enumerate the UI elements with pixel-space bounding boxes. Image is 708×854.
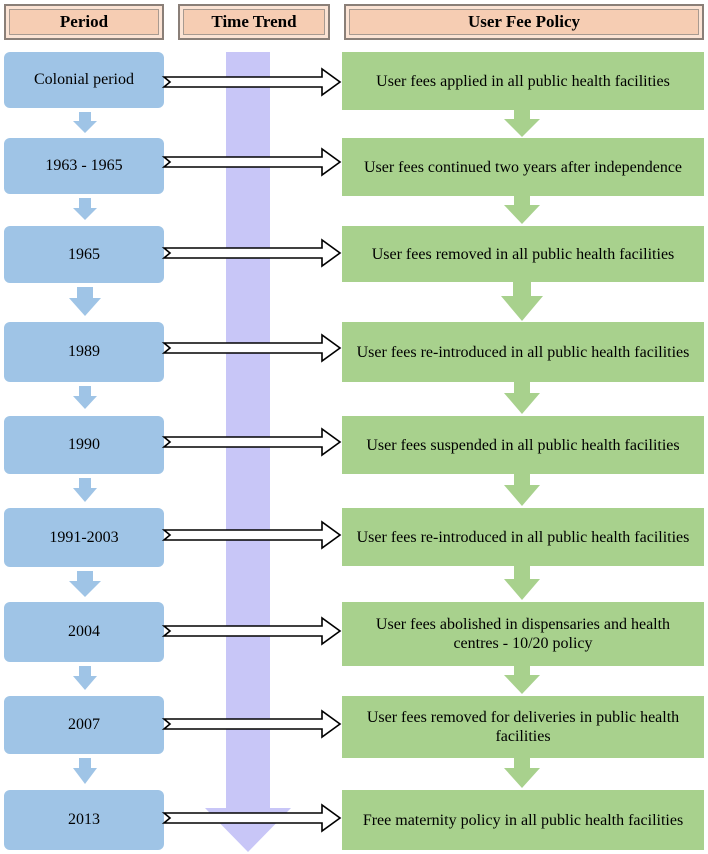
connector-right-arrow-icon [161, 238, 342, 268]
policy-box: User fees abolished in dispensaries and … [342, 602, 704, 666]
time-trend-header: Time Trend [178, 4, 330, 40]
period-box: 1963 - 1965 [4, 138, 164, 194]
period-box: 2007 [4, 696, 164, 754]
connector-right-arrow-icon [161, 520, 342, 550]
policy-down-arrow-icon [504, 566, 540, 600]
policy-box: User fees removed in all public health f… [342, 226, 704, 282]
policy-down-arrow-icon [504, 110, 540, 137]
period-down-arrow-icon [73, 478, 97, 502]
policy-box: User fees removed for deliveries in publ… [342, 696, 704, 758]
period-box: 1991-2003 [4, 508, 164, 567]
period-box: 2004 [4, 602, 164, 662]
connector-right-arrow-icon [161, 709, 342, 739]
period-down-arrow-icon [73, 112, 97, 133]
policy-box: User fees continued two years after inde… [342, 138, 704, 196]
policy-box: Free maternity policy in all public heal… [342, 790, 704, 850]
policy-box: User fees re-introduced in all public he… [342, 322, 704, 382]
period-box: 1965 [4, 226, 164, 283]
period-down-arrow-icon [73, 386, 97, 409]
connector-right-arrow-icon [161, 427, 342, 457]
period-down-arrow-icon [73, 758, 97, 784]
period-box: Colonial period [4, 52, 164, 108]
policy-box: User fees applied in all public health f… [342, 52, 704, 110]
policy-box: User fees suspended in all public health… [342, 416, 704, 474]
connector-right-arrow-icon [161, 803, 342, 833]
user-fee-policy-header: User Fee Policy [344, 4, 704, 40]
policy-down-arrow-icon [501, 282, 543, 321]
policy-down-arrow-icon [504, 382, 540, 414]
policy-down-arrow-icon [504, 758, 540, 788]
period-box: 1990 [4, 416, 164, 474]
policy-down-arrow-icon [504, 666, 540, 694]
period-down-arrow-icon [73, 666, 97, 690]
period-header: Period [4, 4, 164, 40]
period-down-arrow-icon [73, 198, 97, 220]
policy-box: User fees re-introduced in all public he… [342, 508, 704, 566]
connector-right-arrow-icon [161, 333, 342, 363]
connector-right-arrow-icon [161, 67, 342, 97]
connector-right-arrow-icon [161, 147, 342, 177]
period-box: 2013 [4, 790, 164, 850]
period-down-arrow-icon [69, 571, 101, 597]
period-box: 1989 [4, 322, 164, 382]
policy-down-arrow-icon [504, 474, 540, 506]
policy-down-arrow-icon [504, 196, 540, 224]
period-down-arrow-icon [69, 287, 101, 316]
connector-right-arrow-icon [161, 616, 342, 646]
